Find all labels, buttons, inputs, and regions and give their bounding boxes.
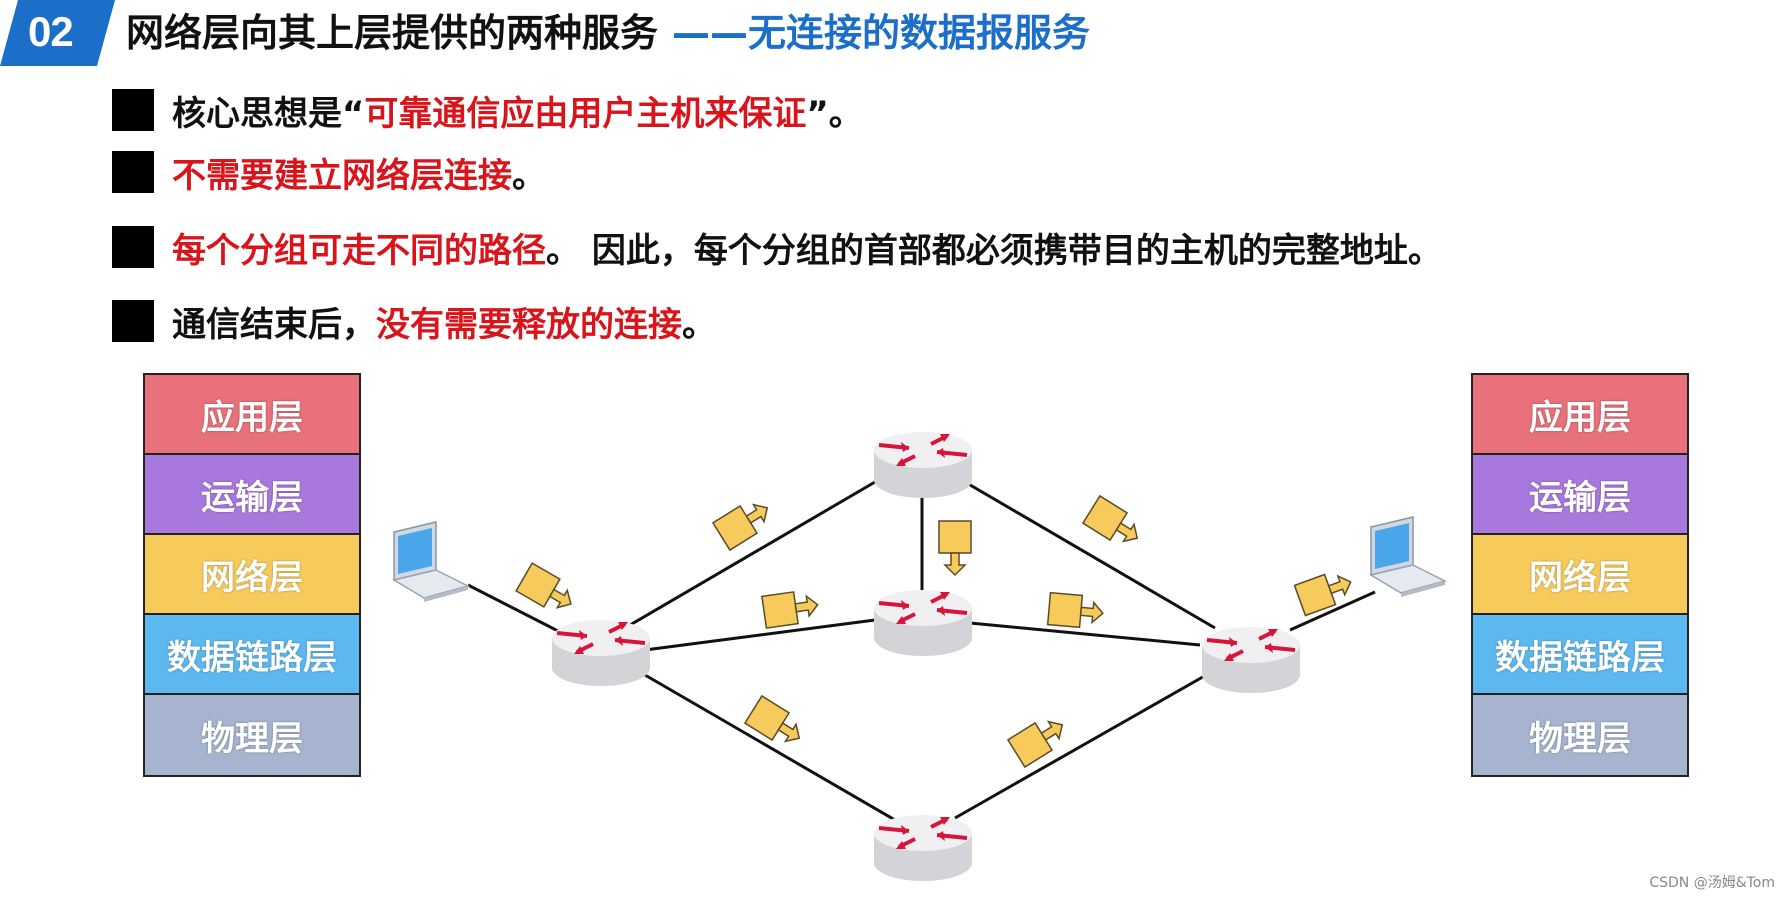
link-router-a-bottom xyxy=(644,673,896,822)
left-application-layer: 应用层 xyxy=(145,375,359,455)
bullet-text-highlight: 没有需要释放的连接 xyxy=(376,304,682,345)
link-laptop-router-a xyxy=(467,583,561,634)
right-network-layer: 网络层 xyxy=(1473,535,1687,615)
packet-icon xyxy=(744,695,809,753)
right-protocol-stack: 应用层 运输层 网络层 数据链路层 物理层 xyxy=(1471,373,1689,777)
left-protocol-stack: 应用层 运输层 网络层 数据链路层 物理层 xyxy=(143,373,361,777)
bullet-item: 不需要建立网络层连接。 xyxy=(112,150,546,196)
left-transport-layer: 运输层 xyxy=(145,455,359,535)
packet-icon xyxy=(515,562,580,619)
destination-laptop-icon xyxy=(1370,516,1446,598)
link-bottom-router-b xyxy=(954,668,1216,820)
bullet-text: 通信结束后， xyxy=(172,304,376,345)
packet-icon xyxy=(761,588,821,629)
section-badge: 02 xyxy=(0,0,115,66)
bullet-text: 。 因此，每个分组的首部都必须携带目的主机的完整地址。 xyxy=(546,230,1442,271)
router-b-icon xyxy=(1200,625,1302,695)
router-middle-icon xyxy=(872,588,974,658)
network-links xyxy=(467,480,1376,822)
bullet-item: 通信结束后，没有需要释放的连接。 xyxy=(112,299,716,345)
bullet-square-icon xyxy=(112,89,154,131)
bullet-text: 。 xyxy=(512,155,546,196)
bullet-text: ”。 xyxy=(806,93,863,134)
link-middle-router-b xyxy=(969,621,1201,647)
packet-icon xyxy=(1293,566,1357,617)
right-datalink-layer: 数据链路层 xyxy=(1473,615,1687,695)
router-a-icon xyxy=(550,618,652,688)
right-application-layer: 应用层 xyxy=(1473,375,1687,455)
bullet-square-icon xyxy=(112,226,154,268)
packet-icon xyxy=(938,520,972,576)
link-top-router-b xyxy=(964,480,1216,630)
bullet-item: 核心思想是“可靠通信应由用户主机来保证”。 xyxy=(112,88,863,134)
bullet-square-icon xyxy=(112,151,154,193)
packet-icon xyxy=(712,493,777,551)
title-subtitle: 无连接的数据报服务 xyxy=(748,11,1091,55)
router-top-icon xyxy=(872,430,974,500)
bullet-square-icon xyxy=(112,300,154,342)
title-dash: —— xyxy=(672,11,749,55)
link-router-a-top xyxy=(629,480,876,627)
link-router-b-laptop xyxy=(1289,590,1376,632)
bullet-text-highlight: 不需要建立网络层连接 xyxy=(172,155,512,196)
section-number: 02 xyxy=(28,8,74,55)
bullet-text: 。 xyxy=(682,304,716,345)
bullet-text-highlight: 可靠通信应由用户主机来保证 xyxy=(364,93,807,134)
bullet-text: 核心思想是“ xyxy=(172,93,365,134)
right-transport-layer: 运输层 xyxy=(1473,455,1687,535)
packet-icon xyxy=(1082,495,1147,553)
packet-icon xyxy=(1046,591,1105,631)
page-title: 网络层向其上层提供的两种服务 ——无连接的数据报服务 xyxy=(126,8,1090,58)
watermark: CSDN @汤姆&Tom xyxy=(1649,875,1775,891)
left-datalink-layer: 数据链路层 xyxy=(145,615,359,695)
bullet-item: 每个分组可走不同的路径。 因此，每个分组的首部都必须携带目的主机的完整地址。 xyxy=(112,225,1442,271)
source-laptop-icon xyxy=(393,521,469,603)
left-physical-layer: 物理层 xyxy=(145,695,359,775)
right-physical-layer: 物理层 xyxy=(1473,695,1687,775)
bullet-text-highlight: 每个分组可走不同的路径 xyxy=(172,230,546,271)
left-network-layer: 网络层 xyxy=(145,535,359,615)
router-bottom-icon xyxy=(872,813,974,883)
link-router-a-middle xyxy=(644,618,876,652)
title-main: 网络层向其上层提供的两种服务 xyxy=(126,11,659,55)
